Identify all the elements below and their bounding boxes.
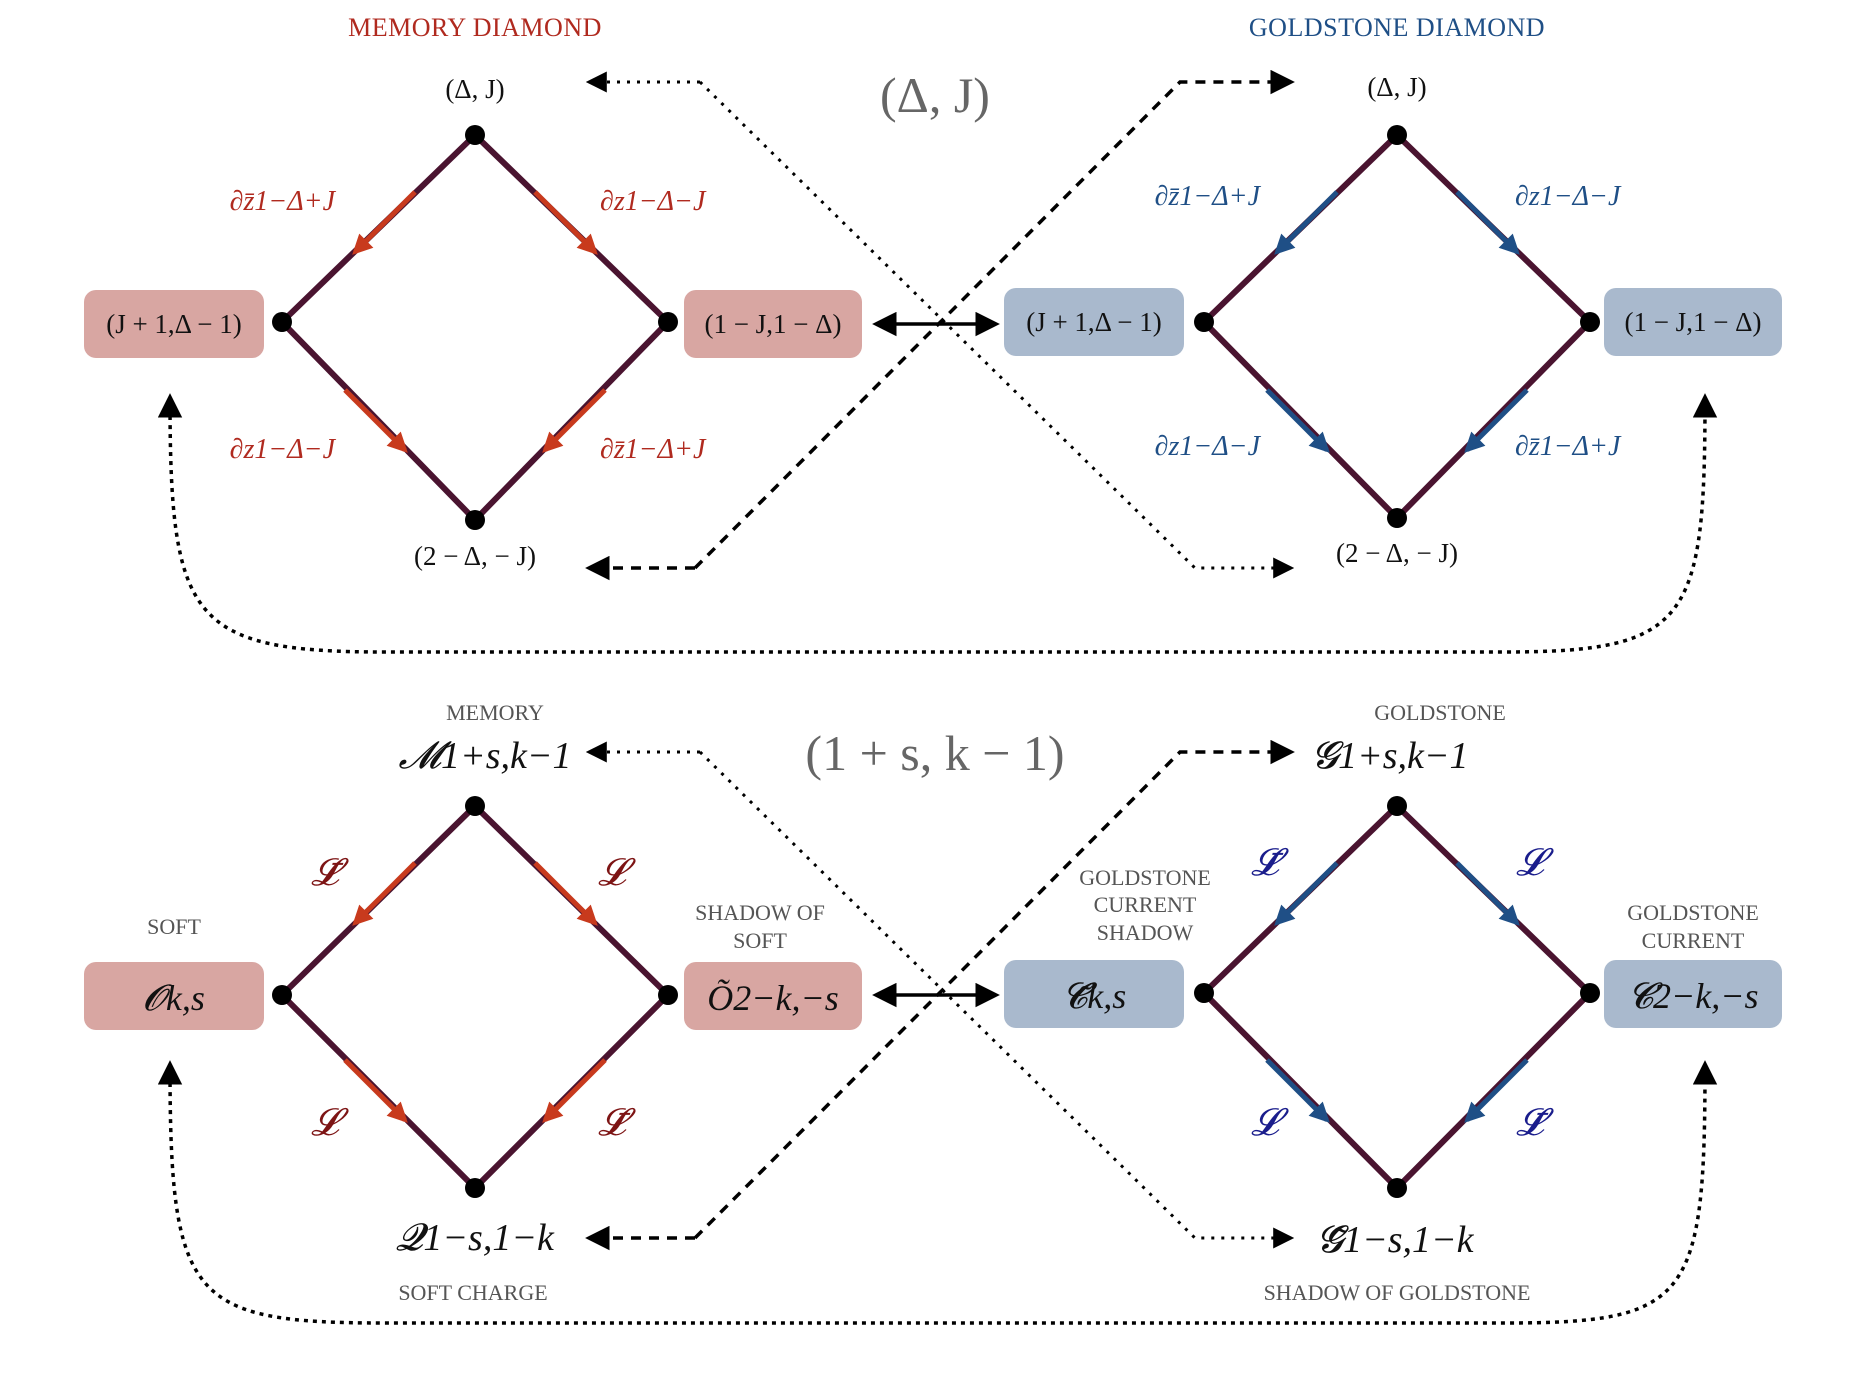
bottom-goldstone-right-box [1604, 960, 1782, 1028]
top-memory-left-box [84, 290, 264, 358]
bottom-memory-op-upper-right: 𝓛 [598, 852, 636, 894]
bottom-memory-right-box [684, 962, 862, 1030]
top-memory-right-box-label: (1 − J,1 − Δ) [704, 309, 841, 339]
top-dashed-cross-connector [585, 69, 1295, 581]
top-goldstone-diamond [1194, 125, 1600, 528]
top-goldstone-left-box [1004, 288, 1184, 356]
top-memory-op-upper-left: ∂z̄1−Δ+J [230, 186, 337, 217]
bottom-memory-op-lower-right: 𝓛̄ [598, 1102, 636, 1144]
top-dotted-cross-connector [585, 71, 1295, 579]
top-goldstone-right-box [1604, 288, 1782, 356]
top-memory-right-box [684, 290, 862, 358]
top-memory-op-upper-right: ∂z1−Δ−J [600, 186, 707, 217]
top-goldstone-op-lower-left: ∂z1−Δ−J [1155, 431, 1262, 462]
bottom-goldstone-top-caption: GOLDSTONE [1374, 700, 1506, 725]
top-memory-diamond [272, 125, 678, 530]
top-memory-bottom-node: (2 − Δ, − J) [414, 541, 536, 571]
top-dotted-loop [157, 393, 1718, 654]
memory-diamond-title: MEMORY DIAMOND [348, 13, 602, 42]
top-goldstone-op-upper-right: ∂z1−Δ−J [1515, 181, 1622, 212]
top-memory-op-lower-right: ∂z̄1−Δ+J [600, 434, 707, 465]
bottom-dotted-loop [157, 1060, 1718, 1325]
bottom-goldstone-left-caption-1: GOLDSTONE [1079, 865, 1211, 890]
bottom-goldstone-left-box [1004, 960, 1184, 1028]
bottom-memory-left-caption: SOFT [147, 914, 201, 939]
top-goldstone-bottom-node: (2 − Δ, − J) [1336, 538, 1458, 568]
top-memory-left-box-label: (J + 1,Δ − 1) [106, 309, 242, 339]
bottom-goldstone-left-caption-2: CURRENT [1094, 892, 1197, 917]
bottom-goldstone-op-upper-left: 𝓛̄ [1251, 842, 1289, 884]
bottom-memory-diamond [272, 796, 678, 1198]
bottom-memory-bottom-node: 𝓠1−s,1−k [396, 1217, 555, 1259]
bottom-memory-op-upper-left: 𝓛̄ [311, 852, 349, 894]
top-memory-op-lower-left: ∂z1−Δ−J [230, 434, 337, 465]
bottom-goldstone-right-caption-1: GOLDSTONE [1627, 900, 1759, 925]
bottom-goldstone-diamond [1194, 796, 1600, 1198]
bottom-memory-top-node: 𝓜1+s,k−1 [399, 735, 572, 777]
bottom-goldstone-op-lower-left: 𝓛 [1251, 1102, 1289, 1144]
bottom-goldstone-bottom-node: 𝓖̃1−s,1−k [1316, 1219, 1474, 1261]
top-memory-top-node: (Δ, J) [445, 74, 504, 104]
bottom-memory-left-box-label: 𝓞k,s [143, 978, 205, 1018]
bottom-memory-bottom-caption: SOFT CHARGE [398, 1280, 547, 1305]
goldstone-diamond-title: GOLDSTONE DIAMOND [1249, 13, 1545, 42]
top-goldstone-op-upper-left: ∂z̄1−Δ+J [1155, 181, 1262, 212]
bottom-dashed-cross-connector [585, 739, 1295, 1251]
bottom-center-label: (1 + s, k − 1) [805, 725, 1064, 781]
bottom-goldstone-left-caption-3: SHADOW [1097, 920, 1194, 945]
bottom-goldstone-left-box-label: 𝓒̃k,s [1062, 976, 1126, 1016]
bottom-goldstone-top-node: 𝓖1+s,k−1 [1311, 735, 1468, 777]
bottom-memory-right-caption-2: SOFT [733, 928, 787, 953]
bottom-memory-op-lower-left: 𝓛 [311, 1102, 349, 1144]
bottom-goldstone-right-caption-2: CURRENT [1642, 928, 1745, 953]
bottom-goldstone-right-box-label: 𝓒2−k,−s [1627, 976, 1758, 1016]
bottom-memory-right-caption-1: SHADOW OF [695, 900, 825, 925]
top-goldstone-left-box-label: (J + 1,Δ − 1) [1026, 307, 1162, 337]
bottom-goldstone-op-lower-right: 𝓛̄ [1516, 1102, 1554, 1144]
top-goldstone-right-box-label: (1 − J,1 − Δ) [1624, 307, 1761, 337]
bottom-memory-top-caption: MEMORY [446, 700, 544, 725]
bottom-memory-right-box-label: Õ2−k,−s [707, 978, 839, 1018]
bottom-dotted-cross-connector [585, 741, 1295, 1249]
top-center-label: (Δ, J) [880, 67, 990, 123]
bottom-goldstone-op-upper-right: 𝓛 [1516, 842, 1554, 884]
top-goldstone-top-node: (Δ, J) [1367, 72, 1426, 102]
top-goldstone-op-lower-right: ∂z̄1−Δ+J [1515, 431, 1622, 462]
bottom-memory-left-box [84, 962, 264, 1030]
bottom-goldstone-bottom-caption: SHADOW OF GOLDSTONE [1264, 1280, 1531, 1305]
